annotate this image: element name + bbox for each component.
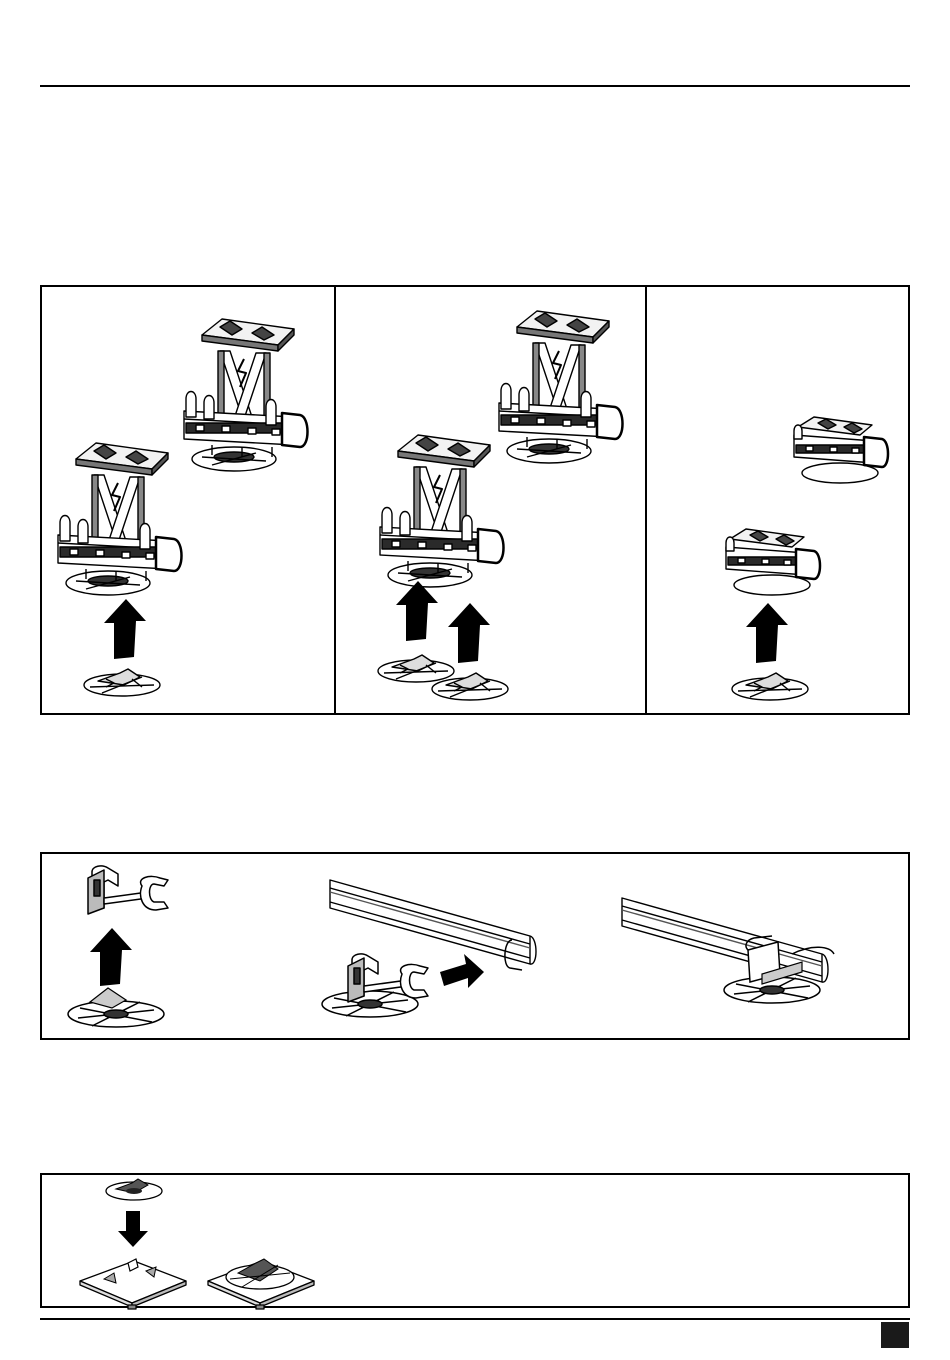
up-arrow-icon: [448, 603, 490, 663]
pedestal-support-assembly-icon: [58, 443, 182, 595]
clip-fitted-joist-icon: [622, 898, 834, 1003]
low-profile-support-icon: [794, 417, 888, 483]
clip-slide-onto-joist-icon: [322, 880, 536, 1017]
page-marker: [881, 1322, 909, 1348]
header-rule: [40, 85, 910, 87]
base-disc-icon: [378, 655, 454, 682]
low-profile-support-icon: [726, 529, 820, 595]
footer-rule: [40, 1318, 910, 1320]
figure-joist-clip: [40, 852, 910, 1040]
pedestal-support-assembly-icon: [380, 435, 504, 587]
figure-pedestal-assembly: [40, 285, 910, 715]
base-on-pad-icon: [208, 1259, 314, 1309]
base-disc-icon: [732, 673, 808, 700]
pedestal-support-assembly-icon: [184, 319, 308, 471]
pedestal-support-assembly-icon: [499, 311, 623, 463]
base-disc-icon: [84, 669, 160, 696]
base-placement-icon: [80, 1179, 186, 1309]
figure-base-on-pad: [40, 1173, 910, 1308]
up-arrow-icon: [746, 603, 788, 663]
up-arrow-icon: [104, 599, 146, 659]
up-arrow-icon: [396, 581, 438, 641]
clip-on-base-icon: [68, 866, 168, 1027]
